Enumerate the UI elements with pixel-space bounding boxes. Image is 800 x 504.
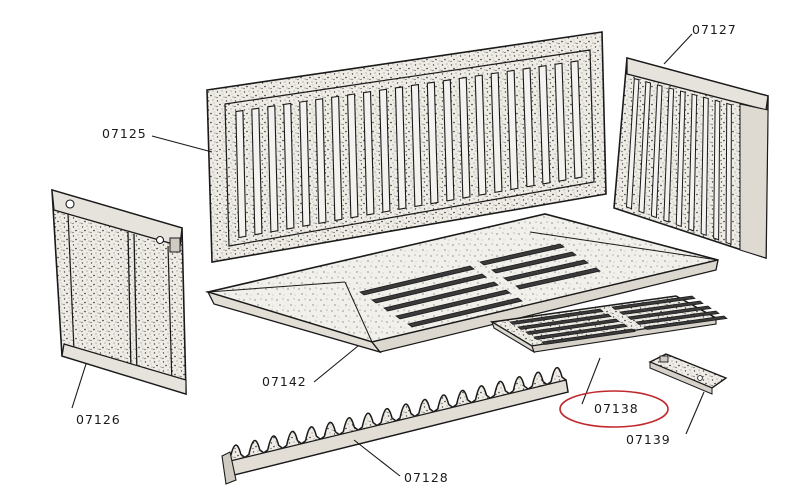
slot xyxy=(619,300,704,315)
slot xyxy=(525,318,620,335)
slot xyxy=(491,251,577,274)
part-07127-right-panel xyxy=(613,56,769,260)
part-07139-bracket xyxy=(648,353,728,395)
slot xyxy=(533,323,628,340)
slot xyxy=(395,289,511,320)
slat xyxy=(410,83,423,208)
slot xyxy=(503,259,589,282)
slat xyxy=(251,107,263,236)
slot xyxy=(509,308,604,325)
slat xyxy=(650,84,663,219)
slot xyxy=(371,273,487,304)
slot xyxy=(359,265,475,296)
slot xyxy=(635,310,720,325)
leader-07128 xyxy=(353,439,401,477)
slot xyxy=(517,313,612,330)
slat xyxy=(490,72,503,194)
slat xyxy=(331,95,343,222)
slat xyxy=(688,93,698,232)
slat xyxy=(474,74,487,196)
slat xyxy=(506,69,519,191)
slot xyxy=(407,297,523,328)
slat xyxy=(638,81,652,214)
slot xyxy=(627,305,712,320)
slat xyxy=(235,109,247,239)
slat xyxy=(625,77,640,210)
part-07126-left-panel xyxy=(51,188,187,396)
slot xyxy=(515,267,601,290)
label-07138: 07138 xyxy=(594,401,639,416)
slat xyxy=(663,87,675,223)
slat xyxy=(538,64,551,185)
leader-07125 xyxy=(151,135,213,153)
leader-07126 xyxy=(71,363,87,409)
label-07126: 07126 xyxy=(76,412,121,427)
leader-07138 xyxy=(581,357,601,405)
leader-07142 xyxy=(313,345,359,383)
slot xyxy=(383,281,499,312)
label-07125: 07125 xyxy=(102,126,147,141)
label-07127: 07127 xyxy=(692,22,737,37)
slat xyxy=(522,67,535,188)
slot xyxy=(541,328,636,345)
leader-lines xyxy=(71,33,705,477)
slat xyxy=(554,62,567,182)
part-07125-back-panel xyxy=(206,31,607,263)
part-07138-small-grate xyxy=(489,295,728,354)
label-07139: 07139 xyxy=(626,432,671,447)
slat xyxy=(442,79,455,202)
label-07142: 07142 xyxy=(262,374,307,389)
slot xyxy=(479,243,565,266)
slot xyxy=(643,315,728,330)
highlight-circle-07138 xyxy=(559,390,669,428)
slat xyxy=(362,90,375,216)
label-07128: 07128 xyxy=(404,470,449,485)
slat xyxy=(725,102,732,245)
slat xyxy=(713,99,721,241)
slat xyxy=(426,81,439,205)
slat xyxy=(346,93,359,219)
part-07142-base-plate xyxy=(204,213,719,354)
leader-07127 xyxy=(663,33,693,65)
slat xyxy=(299,100,311,227)
slot xyxy=(611,295,696,310)
slat xyxy=(378,88,391,213)
slat xyxy=(675,90,686,228)
slat xyxy=(283,102,295,230)
slat xyxy=(458,76,471,199)
part-07128-toothed-rack xyxy=(221,367,569,485)
slat xyxy=(570,60,583,179)
slat xyxy=(315,98,327,225)
slat xyxy=(267,105,279,233)
leader-07139 xyxy=(685,391,705,435)
slat xyxy=(394,86,407,210)
slat xyxy=(700,96,709,237)
